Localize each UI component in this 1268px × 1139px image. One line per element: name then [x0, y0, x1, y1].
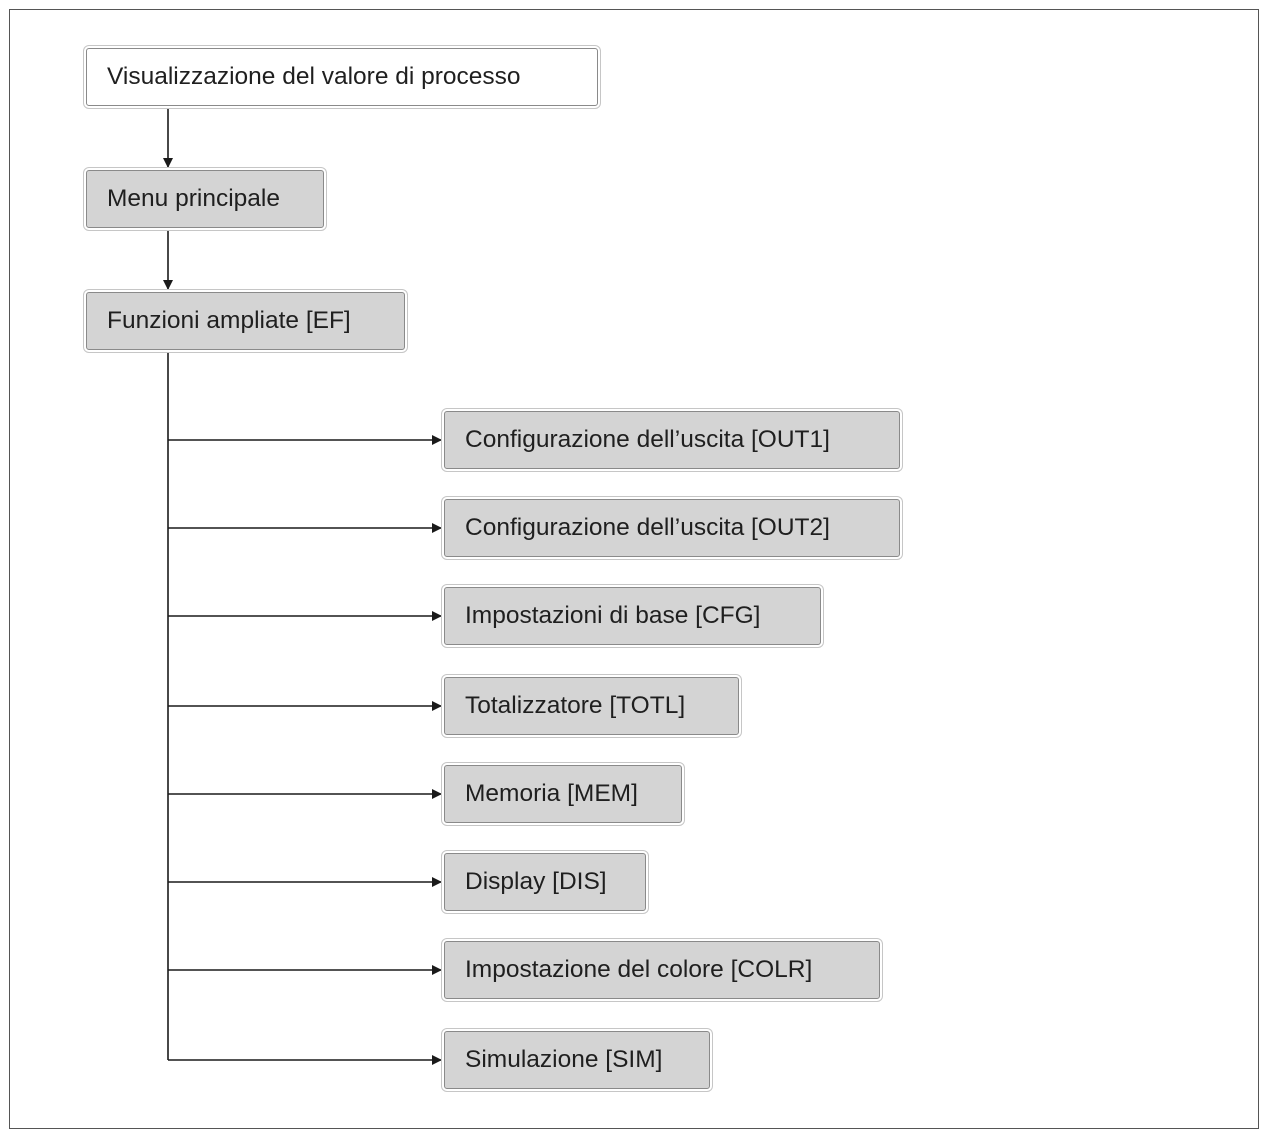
extended-functions-label: Funzioni ampliate [EF]: [107, 307, 351, 334]
main-menu-box: Menu principale: [86, 170, 324, 228]
main-menu-label: Menu principale: [107, 185, 280, 212]
submenu-out2-box: Configurazione dell’uscita [OUT2]: [444, 499, 900, 557]
process-value-display-box: Visualizzazione del valore di processo: [86, 48, 598, 106]
process-value-display-label: Visualizzazione del valore di processo: [107, 63, 521, 90]
submenu-colr-box: Impostazione del colore [COLR]: [444, 941, 880, 999]
submenu-dis-label: Display [DIS]: [465, 868, 607, 895]
submenu-colr-label: Impostazione del colore [COLR]: [465, 956, 813, 983]
submenu-totl-box: Totalizzatore [TOTL]: [444, 677, 739, 735]
submenu-dis-box: Display [DIS]: [444, 853, 646, 911]
submenu-cfg-label: Impostazioni di base [CFG]: [465, 602, 761, 629]
submenu-sim-label: Simulazione [SIM]: [465, 1046, 663, 1073]
submenu-sim-box: Simulazione [SIM]: [444, 1031, 710, 1089]
submenu-out1-label: Configurazione dell’uscita [OUT1]: [465, 426, 830, 453]
submenu-cfg-box: Impostazioni di base [CFG]: [444, 587, 821, 645]
submenu-mem-box: Memoria [MEM]: [444, 765, 682, 823]
submenu-out1-box: Configurazione dell’uscita [OUT1]: [444, 411, 900, 469]
submenu-mem-label: Memoria [MEM]: [465, 780, 638, 807]
extended-functions-box: Funzioni ampliate [EF]: [86, 292, 405, 350]
submenu-out2-label: Configurazione dell’uscita [OUT2]: [465, 514, 830, 541]
submenu-totl-label: Totalizzatore [TOTL]: [465, 692, 686, 719]
